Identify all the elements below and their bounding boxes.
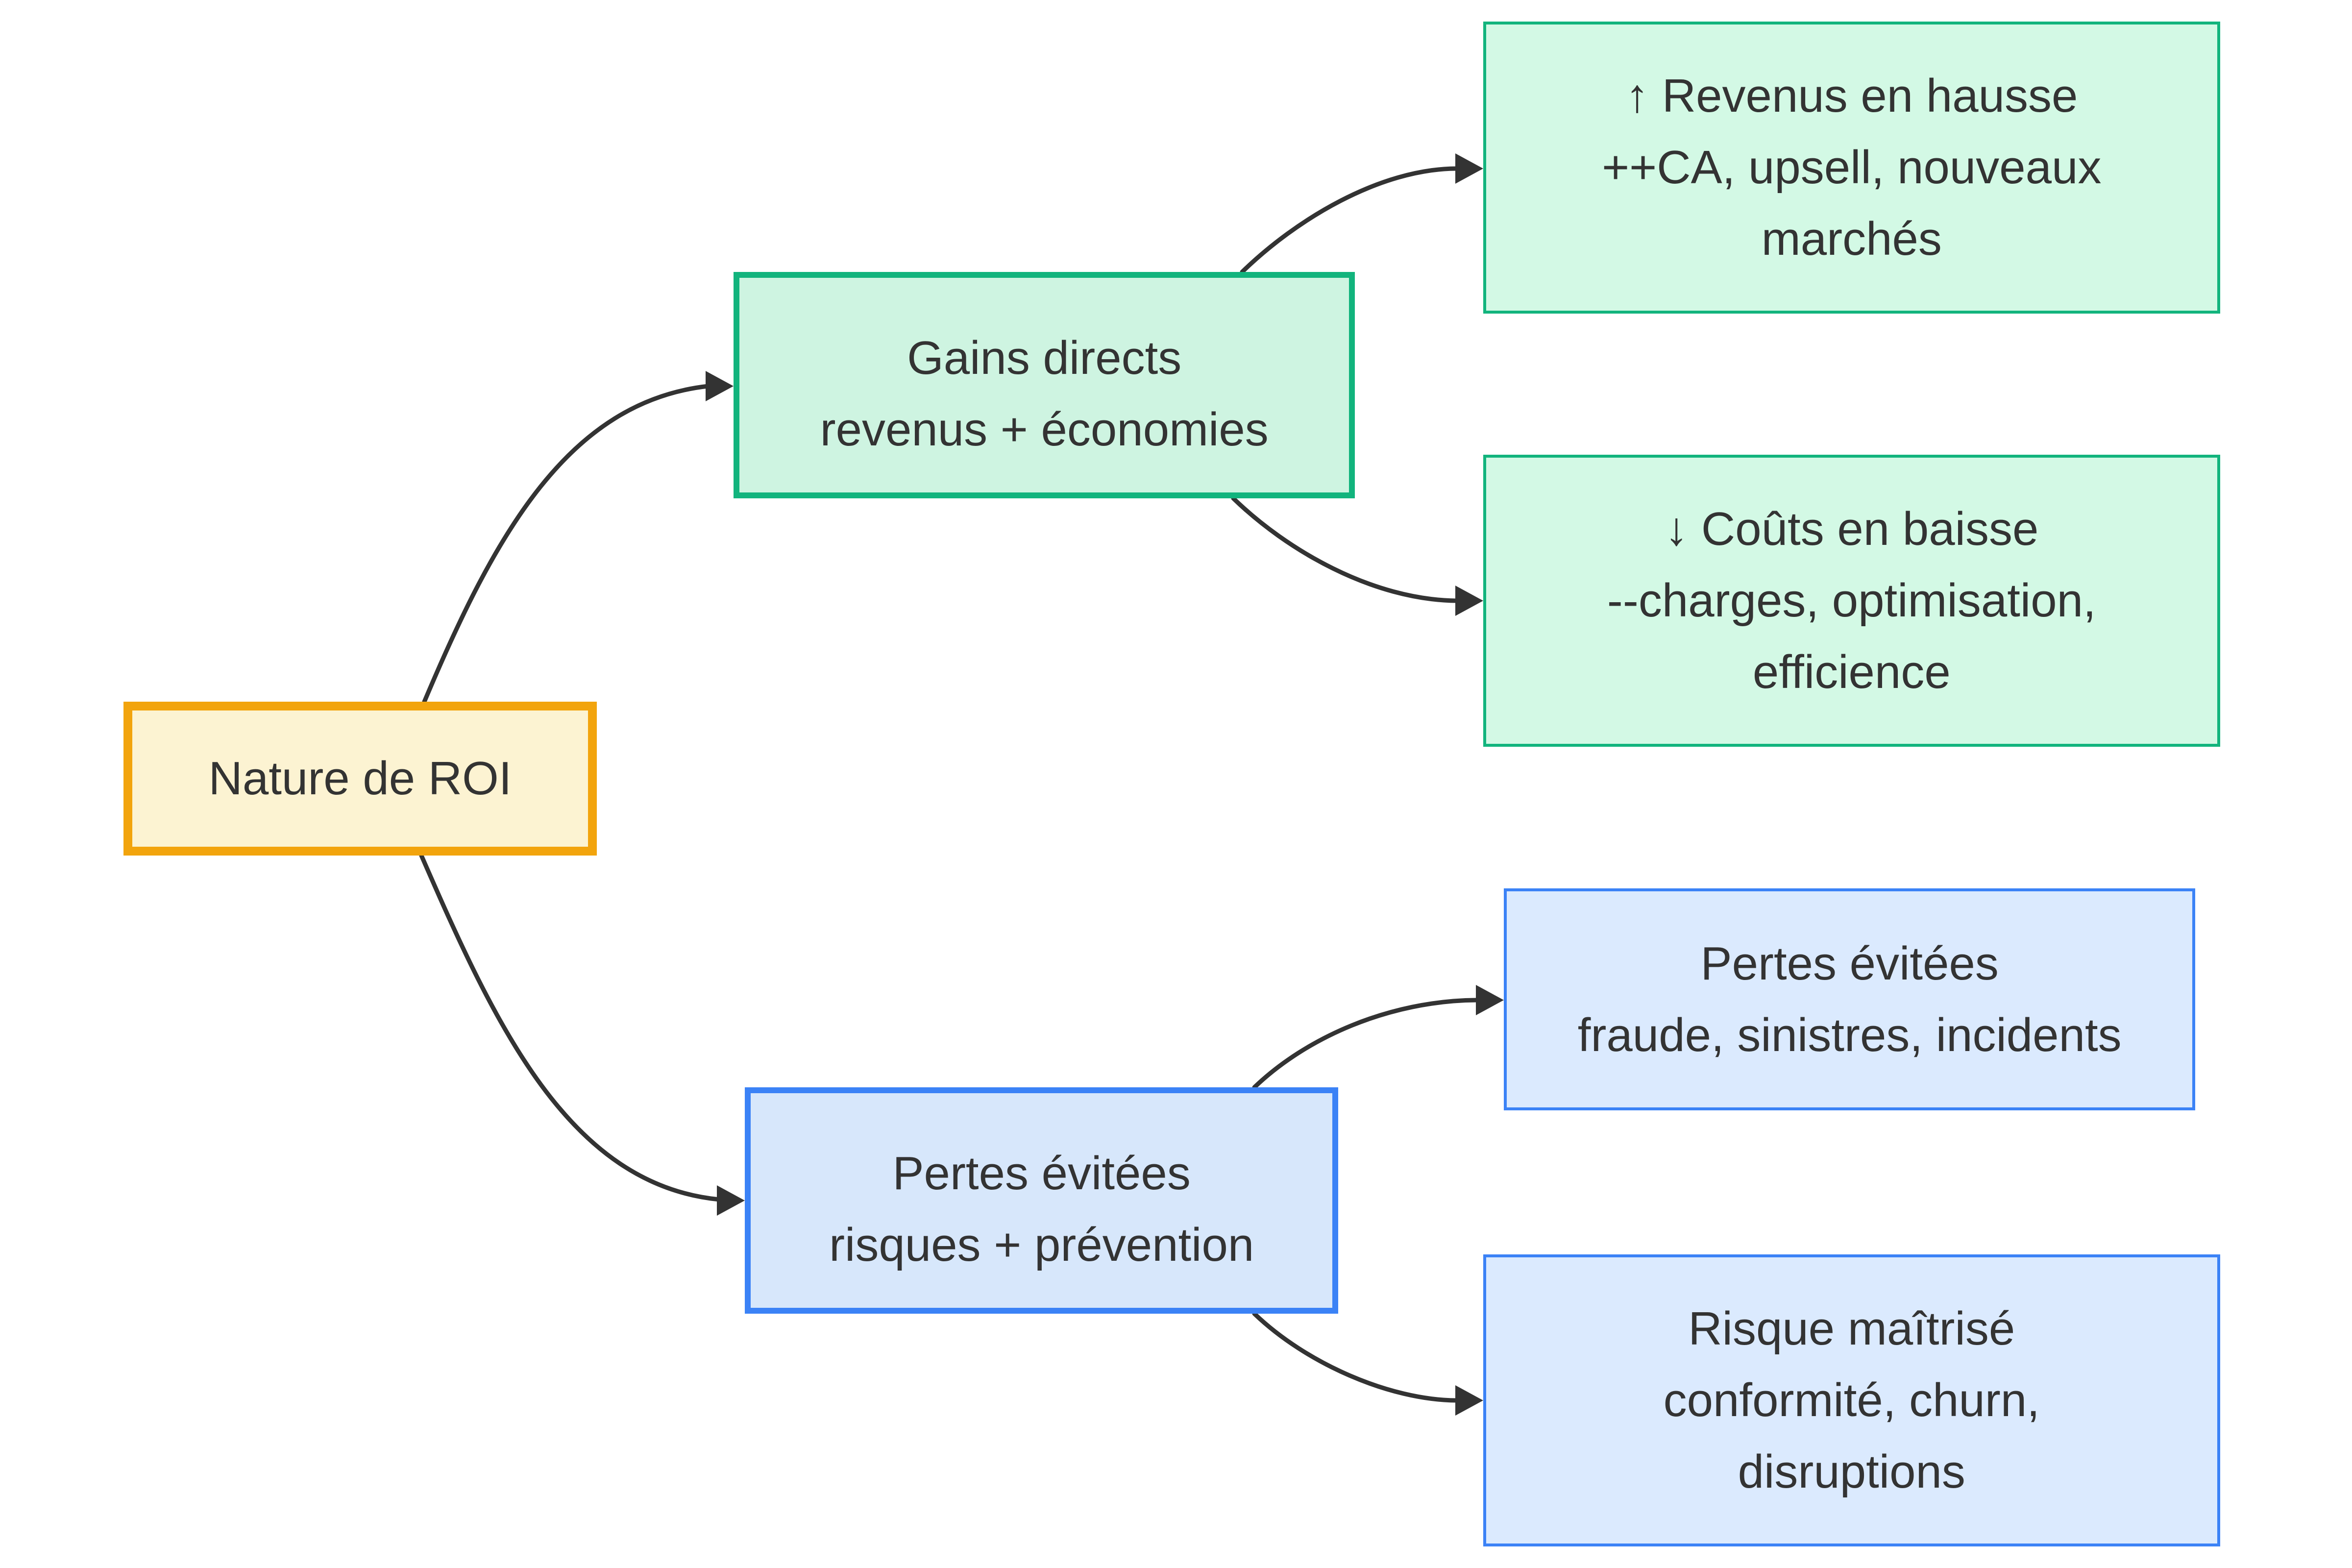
node-label-line: Risque maîtrisé — [1688, 1302, 2015, 1355]
node-label-line: ↑ Revenus en hausse — [1625, 70, 2078, 122]
node-label-line: conformité, churn, — [1663, 1374, 2040, 1427]
node-label-line: ++CA, upsell, nouveaux — [1602, 141, 2102, 194]
node-pertes-evitees-mid: Pertes évitées risques + prévention — [745, 1087, 1339, 1314]
node-label-line: Pertes évitées — [892, 1147, 1191, 1200]
edge-pertes-to-pertes-leaf — [1252, 998, 1479, 1090]
node-label-line: disruptions — [1738, 1445, 1965, 1498]
node-label-line: revenus + économies — [820, 403, 1269, 456]
node-pertes-evitees-leaf: Pertes évitées fraude, sinistres, incide… — [1504, 888, 2196, 1111]
edge-gains-to-couts-baisse — [1231, 496, 1459, 603]
node-label-line: efficience — [1752, 645, 1951, 698]
arrowhead-couts-baisse — [1455, 586, 1483, 616]
node-risque-maitrise: Risque maîtrisé conformité, churn, disru… — [1483, 1254, 2220, 1546]
node-label-line: --charges, optimisation, — [1607, 574, 2096, 627]
node-label-line: risques + prévention — [829, 1218, 1254, 1271]
arrowhead-revenus-hausse — [1455, 153, 1483, 184]
node-label-line: ↓ Coûts en baisse — [1665, 503, 2039, 556]
node-revenus-en-hausse: ↑ Revenus en hausse ++CA, upsell, nouvea… — [1483, 22, 2220, 314]
edge-pertes-to-risque-maitrise — [1252, 1311, 1459, 1403]
node-couts-en-baisse: ↓ Coûts en baisse --charges, optimisatio… — [1483, 455, 2220, 747]
edge-root-to-gains-directs — [422, 384, 710, 704]
node-label-line: marchés — [1761, 212, 1942, 265]
node-label-line: fraude, sinistres, incidents — [1577, 1008, 2122, 1061]
arrowhead-risque-maitrise — [1455, 1385, 1483, 1416]
arrowhead-gains-directs — [706, 371, 734, 401]
arrowhead-pertes-leaf — [1476, 985, 1504, 1015]
edge-root-to-pertes-evitees — [419, 853, 722, 1202]
node-nature-de-roi: Nature de ROI — [123, 702, 597, 856]
node-label-line: Nature de ROI — [208, 752, 512, 805]
edge-gains-to-revenus-hausse — [1240, 166, 1459, 274]
node-gains-directs: Gains directs revenus + économies — [734, 271, 1355, 498]
arrowhead-pertes-evitees — [717, 1185, 745, 1216]
node-label-line: Pertes évitées — [1700, 937, 1999, 990]
node-label-line: Gains directs — [907, 331, 1182, 384]
